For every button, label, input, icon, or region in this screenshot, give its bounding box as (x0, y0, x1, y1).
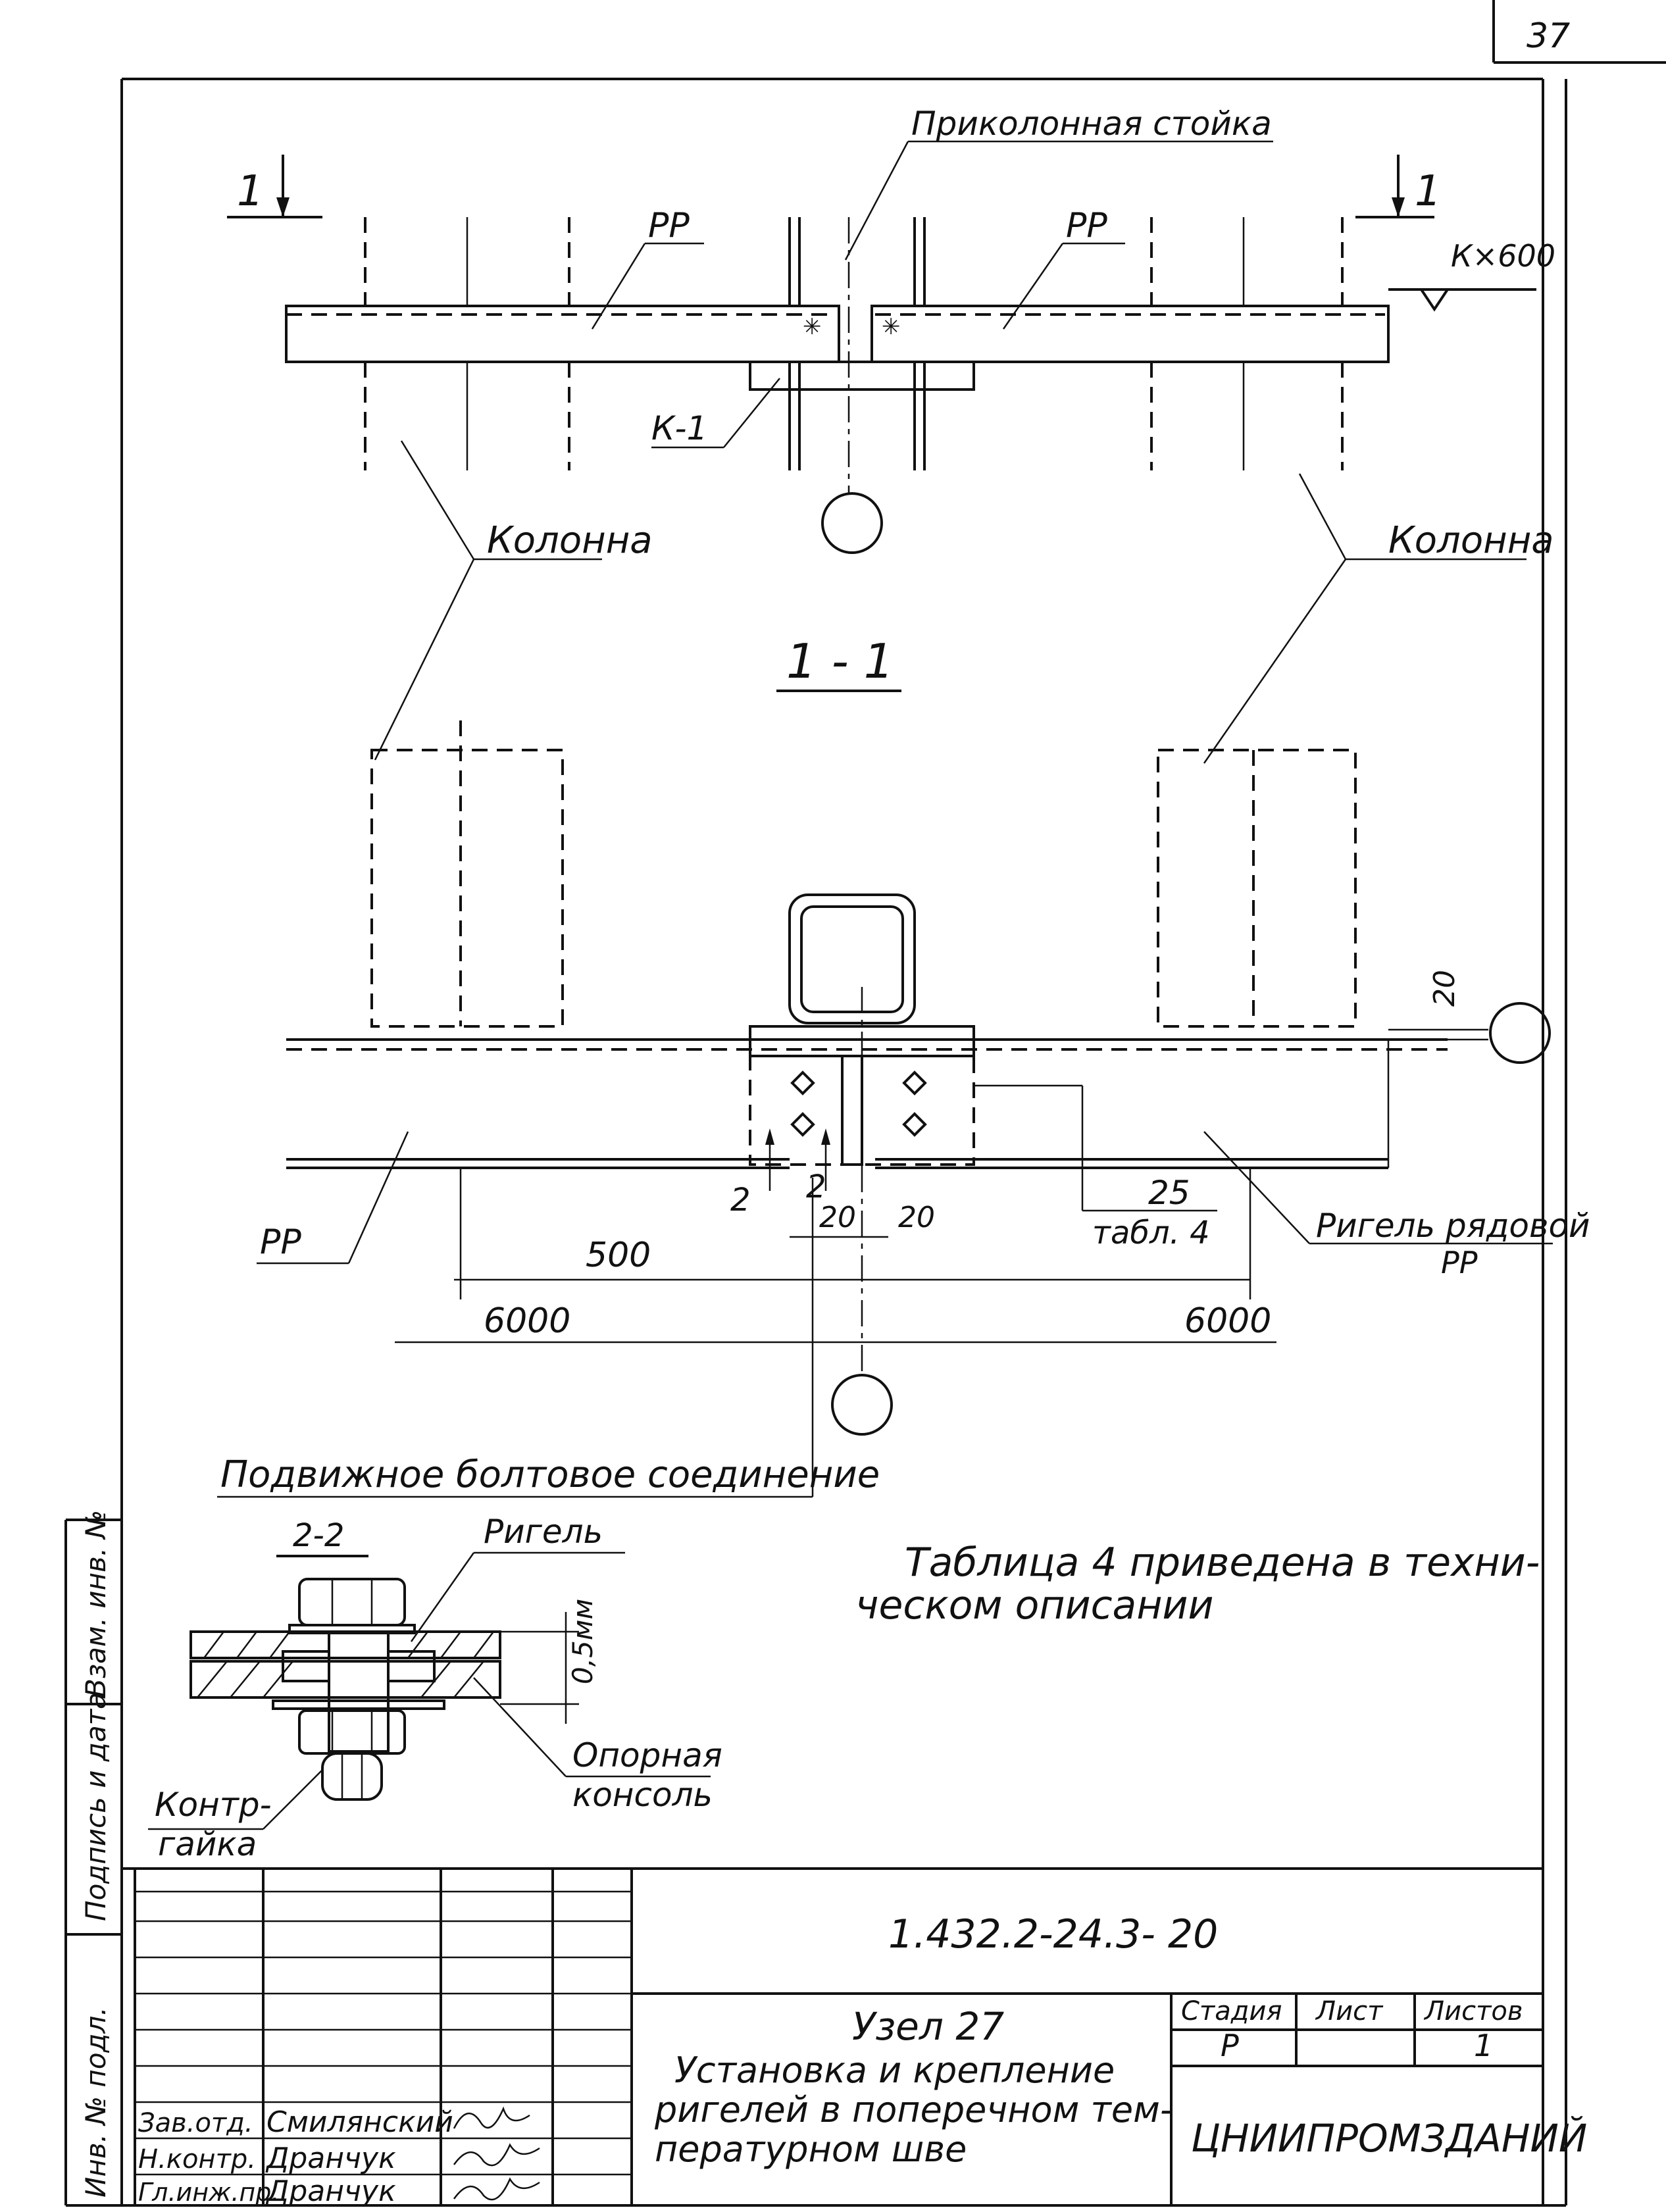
uzel-title: Узел 27 (852, 2004, 1004, 2049)
section-2-2-title: 2-2 (293, 1517, 344, 1554)
side-stamp: Взам. инв. № Подпись и дата Инв. № подл. (64, 1510, 122, 2205)
note-line-1: Таблица 4 приведена в техни- (905, 1540, 1540, 1586)
doc-code: 1.432.2-24.3- 20 (888, 1911, 1218, 1957)
frame (66, 0, 1666, 2207)
opornaya-label-2: консоль (572, 1776, 713, 1814)
opornaya-label-1: Опорная (572, 1736, 722, 1774)
dim-20-vertical: 20 (1428, 970, 1461, 1007)
desc-line-3: пературном шве (655, 2128, 967, 2170)
dim-2b: 2 (806, 1169, 826, 1205)
dim-6000-right: 6000 (1184, 1301, 1271, 1341)
list-header: Лист (1315, 1996, 1384, 2026)
section-1-1-title: 1 - 1 (786, 634, 894, 689)
section-view (286, 720, 1551, 1436)
k1-label: К-1 (651, 409, 707, 447)
role-zav-otd: Зав.отд. (138, 2108, 253, 2138)
pp-bottom-label: РР (260, 1222, 301, 1262)
stadia-header: Стадия (1181, 1996, 1282, 2026)
name-dranchuk-2: Дранчук (265, 2174, 396, 2208)
tabl4-label: табл. 4 (1092, 1215, 1210, 1251)
pp-left-label: РР (648, 206, 690, 245)
pp-right-label: РР (1066, 206, 1107, 245)
svg-text:✳: ✳ (882, 314, 901, 340)
kolonna-right-label: Колонна (1388, 519, 1554, 562)
rigel-pp-label: РР (1441, 1245, 1478, 1280)
bolt-symbols (790, 1070, 927, 1137)
signatures (453, 2106, 540, 2201)
kontrgayka-label-2: гайка (158, 1825, 257, 1863)
dim-20a: 20 (819, 1201, 856, 1234)
note-line-2: ческом описании (855, 1582, 1214, 1628)
prikolonnaya-label: Приколонная стойка (911, 105, 1272, 143)
stamp-inv-podl: Инв. № подл. (80, 2007, 112, 2198)
role-n-kontr: Н.контр. (138, 2144, 256, 2174)
dim-20b: 20 (898, 1201, 935, 1234)
section-marker-left: 1 (237, 167, 264, 216)
role-gl-inzh: Гл.инж.пр. (138, 2178, 279, 2207)
dim-500: 500 (586, 1236, 651, 1275)
desc-line-2: ригелей в поперечном тем- (654, 2089, 1173, 2130)
listov-value: 1 (1474, 2028, 1493, 2063)
stadia-value: Р (1221, 2028, 1239, 2063)
sheet-number: 37 (1527, 16, 1570, 56)
dim-25: 25 (1148, 1174, 1190, 1212)
detail-2-2: 2-2 0,5мм (148, 1513, 722, 1863)
org-name: ЦНИИПРОМЗДАНИЙ (1191, 2115, 1587, 2161)
title-block: 1.432.2-24.3- 20 Узел 27 Установка и кре… (122, 1867, 1587, 2208)
name-smilyansky: Смилянский (266, 2105, 453, 2139)
dim-05mm-label: 0,5мм (567, 1599, 599, 1684)
name-dranchuk-1: Дранчук (265, 2142, 396, 2175)
plan-view: 1 1 ✳ ✳ (227, 155, 1536, 554)
listov-header: Листов (1423, 1996, 1523, 2026)
kolonna-left-label: Колонна (487, 519, 653, 562)
k600-label: К×600 (1451, 238, 1555, 274)
dimensions: 20 2 2 20 20 25 табл. 4 Ригель рядовой Р… (257, 970, 1590, 1344)
svg-text:✳: ✳ (803, 314, 822, 340)
dim-2a: 2 (730, 1182, 751, 1219)
dim-6000-left: 6000 (484, 1301, 570, 1341)
rigel-label: Ригель (484, 1513, 603, 1551)
rigel-ryadovoy-label: Ригель рядовой (1316, 1207, 1590, 1245)
plan-labels: Приколонная стойка РР РР К×600 К-1 Колон… (374, 105, 1555, 764)
kontrgayka-label-1: Контр- (155, 1786, 272, 1824)
stamp-vzam-inv: Взам. инв. № (80, 1510, 112, 1697)
podvizhnoe-label: Подвижное болтовое соединение (220, 1453, 880, 1496)
desc-line-1: Установка и крепление (674, 2049, 1115, 2091)
section-marker-right: 1 (1415, 167, 1442, 216)
stamp-podpis-data: Подпись и дата (80, 1692, 112, 1921)
